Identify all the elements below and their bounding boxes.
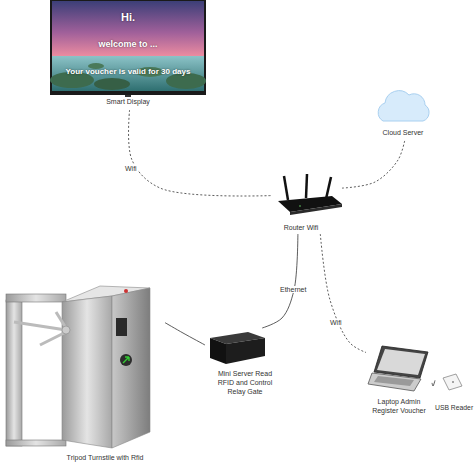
tv-illustration-part [125, 95, 131, 97]
cable-link [262, 234, 298, 328]
turnstile-illustration-part [14, 322, 66, 330]
turnstile-illustration-part [124, 289, 128, 293]
cable-link [432, 380, 435, 386]
device-label: Smart Display [50, 98, 206, 107]
wifi-link [342, 140, 405, 188]
tv-illustration-part [50, 0, 206, 95]
router-illustration [278, 174, 342, 215]
usb-reader-illustration-part [452, 381, 454, 383]
laptop-illustration-part [377, 349, 425, 375]
mini-server-illustration-part [210, 338, 226, 364]
device-label: Mini Server Read RFID and Control Relay … [213, 370, 277, 396]
turnstile-illustration-part [112, 288, 150, 448]
mini-server-illustration [210, 332, 265, 364]
cable-link [165, 323, 205, 345]
turnstile-illustration [6, 286, 150, 448]
mini-server-node: Mini Server Read RFID and Control Relay … [205, 328, 293, 396]
device-label: USB Reader [435, 404, 472, 412]
wifi-link [129, 110, 272, 196]
turnstile-illustration-part [6, 294, 66, 302]
router-illustration-part [290, 204, 342, 215]
device-label: Cloud Server [372, 129, 434, 138]
tv-illustration-part [94, 78, 130, 90]
tv-illustration [50, 0, 206, 97]
link-label: Wifi [329, 319, 343, 326]
laptop-illustration [368, 346, 428, 391]
turnstile-node: Tripod Turnstile with Rfid [0, 278, 165, 464]
turnstile-illustration-part [116, 318, 127, 336]
turnstile-illustration-part [123, 357, 129, 363]
router-illustration-part [299, 205, 301, 207]
usb-reader-illustration [443, 374, 462, 390]
link-label: Wifi [124, 165, 138, 172]
router-illustration-part [326, 177, 331, 199]
router-illustration-part [306, 174, 307, 198]
link-label: Ethernet [279, 286, 307, 293]
laptop-illustration-part [374, 346, 428, 378]
turnstile-illustration-part [120, 354, 132, 366]
cloud-illustration-part [378, 91, 429, 121]
turnstile-illustration-part [62, 296, 112, 448]
device-label: Tripod Turnstile with Rfid [45, 454, 165, 463]
laptop-illustration-part [368, 373, 421, 391]
screen-text: Your voucher is valid for 30 days [50, 67, 206, 77]
screen-text: Hi. [50, 11, 206, 25]
turnstile-illustration-part [40, 332, 66, 345]
router-node: Router Wifi [272, 172, 342, 234]
laptop-illustration-part [374, 376, 414, 386]
router-illustration-part [284, 176, 288, 200]
mini-server-illustration-part [226, 338, 265, 364]
smart-display-node: Hi. welcome to ... Your voucher is valid f… [50, 0, 206, 110]
turnstile-illustration-part [56, 312, 66, 328]
cloud-node: Cloud Server [372, 82, 434, 140]
usb-reader-node: USB Reader [435, 372, 472, 414]
wifi-link [320, 234, 366, 352]
laptop-node: Laptop Admin Register Voucher [366, 340, 432, 418]
turnstile-illustration-part [62, 326, 70, 334]
cloud-illustration [378, 91, 429, 121]
device-label: Router Wifi [266, 224, 336, 233]
usb-reader-illustration-part [443, 374, 462, 390]
turnstile-illustration-part [6, 440, 66, 446]
device-label: Laptop Admin Register Voucher [369, 398, 429, 416]
screen-text: welcome to ... [50, 39, 206, 50]
